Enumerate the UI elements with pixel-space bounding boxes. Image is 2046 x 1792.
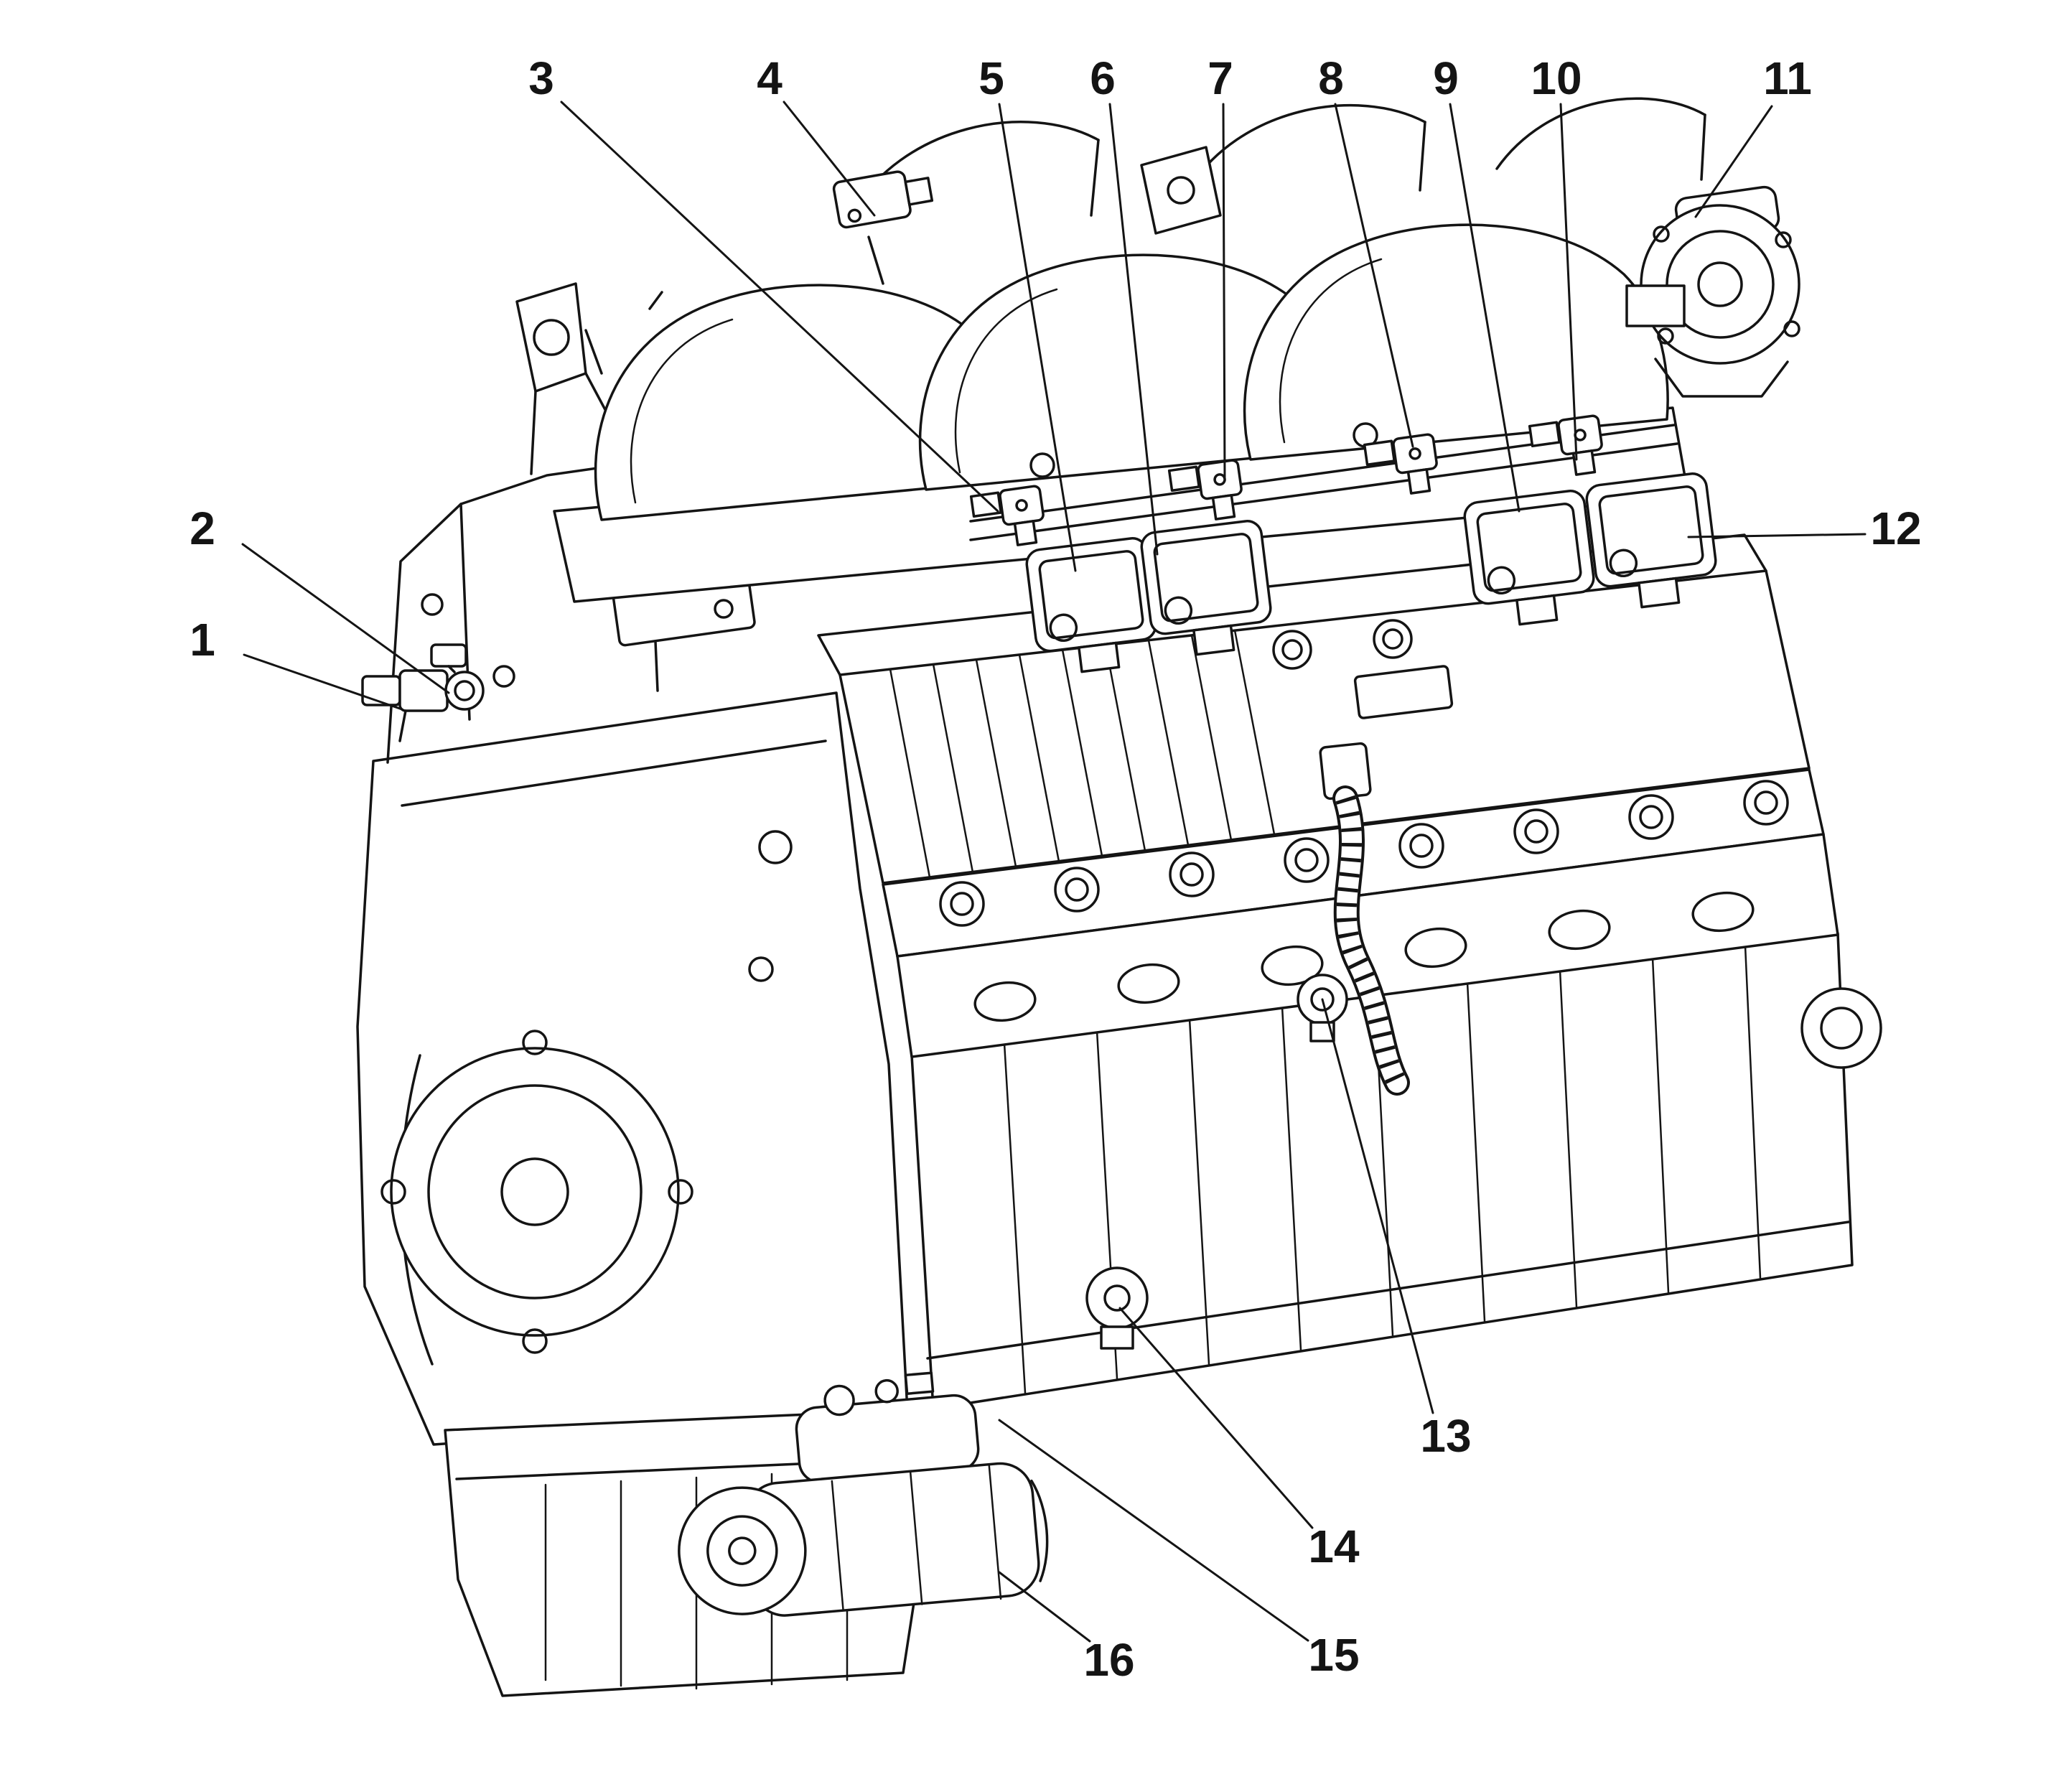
callout-1-leader-line [243, 653, 403, 711]
callout-8-leader-line [1334, 103, 1414, 448]
callout-16-number: 16 [1083, 1634, 1134, 1686]
callout-15-leader-line [998, 1419, 1309, 1642]
engine-line-art [356, 97, 1882, 1697]
ignition-coil-1 [1025, 537, 1157, 673]
callout-16: 16 [998, 1571, 1135, 1686]
callout-7: 7 [1207, 52, 1233, 481]
map-sensor [832, 170, 934, 229]
starter-motor [678, 1371, 1049, 1617]
engine-front-cover [356, 691, 909, 1446]
callout-14: 14 [1118, 1307, 1360, 1572]
callout-10: 10 [1531, 52, 1582, 461]
fuel-injector-2 [1167, 459, 1243, 521]
callout-14-leader-line [1118, 1307, 1314, 1529]
callout-12-number: 12 [1870, 503, 1921, 554]
callout-6: 6 [1090, 52, 1159, 556]
callout-1: 1 [190, 614, 403, 711]
callout-11: 11 [1694, 52, 1812, 218]
callout-11-number: 11 [1763, 52, 1812, 104]
callout-2-number: 2 [190, 503, 215, 554]
callout-9-number: 9 [1433, 52, 1459, 104]
callout-16-leader-line [998, 1571, 1091, 1643]
callout-10-number: 10 [1531, 52, 1582, 104]
callout-3: 3 [528, 52, 999, 513]
callout-10-leader-line [1559, 103, 1578, 461]
callout-4-leader-line [783, 101, 876, 217]
callout-6-number: 6 [1090, 52, 1116, 104]
lift-hook [515, 282, 587, 393]
callout-9: 9 [1433, 52, 1521, 513]
callout-5: 5 [978, 52, 1077, 572]
callout-15: 15 [998, 1419, 1360, 1681]
callout-2-leader-line [241, 543, 450, 694]
callout-15-number: 15 [1308, 1629, 1359, 1681]
starter-solenoid [795, 1371, 980, 1484]
callout-1-number: 1 [190, 614, 215, 666]
callout-7-leader-line [1222, 103, 1226, 481]
manifold-runner-3 [1243, 223, 1669, 461]
fuel-injectors [969, 414, 1603, 546]
callout-12: 12 [1687, 503, 1922, 554]
ignition-coils [1025, 472, 1717, 673]
callout-8: 8 [1318, 52, 1414, 448]
callout-8-number: 8 [1318, 52, 1344, 104]
wiring-harness [1319, 742, 1410, 1096]
coolant-temperature-sensor [361, 643, 485, 742]
knock-sensor [1085, 1266, 1149, 1350]
callout-14-number: 14 [1308, 1521, 1360, 1572]
callout-3-number: 3 [528, 52, 554, 104]
intake-rear-runners [849, 97, 1706, 235]
ignition-coil-4 [1585, 472, 1717, 609]
lift-bracket [1140, 146, 1222, 235]
callout-3-leader-line [560, 101, 999, 513]
callout-5-leader-line [998, 103, 1077, 572]
ignition-coil-2 [1140, 520, 1272, 656]
callout-11-leader-line [1694, 105, 1773, 218]
callout-4: 4 [757, 52, 876, 217]
callout-9-leader-line [1449, 103, 1521, 513]
starter-nose [678, 1486, 807, 1615]
callout-13: 13 [1321, 998, 1472, 1462]
callout-5-number: 5 [978, 52, 1004, 104]
fuel-injector-3 [1363, 433, 1438, 495]
callout-4-number: 4 [757, 52, 783, 104]
fuel-injector-1 [969, 485, 1045, 546]
callout-2: 2 [190, 503, 450, 694]
callout-7-number: 7 [1207, 52, 1233, 104]
crank-opening [390, 1047, 680, 1337]
callout-13-number: 13 [1420, 1410, 1471, 1462]
callout-6-leader-line [1108, 103, 1159, 556]
engine-mount-boss [1800, 987, 1882, 1069]
high-pressure-fuel-pump [1625, 185, 1800, 398]
fuel-injector-4 [1528, 414, 1603, 476]
callout-13-leader-line [1321, 998, 1434, 1414]
ignition-coil-3 [1463, 490, 1595, 626]
callout-12-leader-line [1687, 533, 1867, 538]
